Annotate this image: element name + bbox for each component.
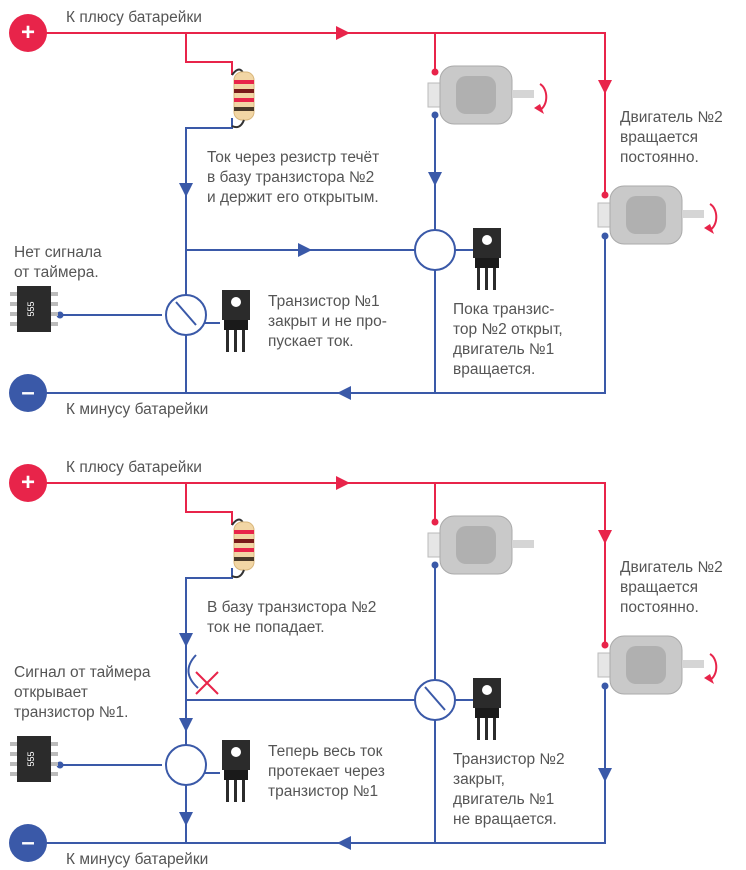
current-arrow bbox=[598, 80, 612, 94]
panel-transistor1-open: 555 + – К плюсу батарейки К минусу батар… bbox=[0, 450, 746, 870]
broken-link-icon bbox=[187, 654, 219, 695]
plus-label: К плюсу батарейки bbox=[66, 9, 202, 26]
rotation-arrow-icon bbox=[539, 83, 548, 111]
current-arrow bbox=[336, 26, 350, 40]
motor-1-icon bbox=[427, 515, 534, 575]
transistor-1-symbol bbox=[165, 294, 207, 336]
circuit-wires: 555 bbox=[10, 476, 718, 850]
note-motor-2: Двигатель №2 вращается постоянно. bbox=[620, 109, 723, 166]
plus-terminal: + bbox=[9, 464, 47, 502]
transistor-2-symbol bbox=[414, 229, 456, 271]
circuit-wires: 555 bbox=[10, 26, 718, 400]
note-resistor: Ток через резистр течёт в базу транзисто… bbox=[207, 149, 380, 206]
chip-label: 555 bbox=[26, 301, 36, 316]
current-arrow bbox=[337, 386, 351, 400]
current-arrow bbox=[428, 172, 442, 186]
current-arrow bbox=[179, 718, 193, 732]
chip-555-icon: 555 bbox=[10, 736, 58, 782]
rotation-arrow-icon bbox=[709, 653, 718, 681]
note-motor-2: Двигатель №2 вращается постоянно. bbox=[620, 559, 723, 616]
transistor-2-symbol bbox=[414, 679, 456, 721]
note-transistor-2: Транзистор №2 закрыт, двигатель №1 не вр… bbox=[453, 751, 565, 828]
note-resistor: В базу транзистора №2 ток не попадает. bbox=[207, 599, 377, 636]
transistor-2-icon bbox=[473, 678, 501, 740]
note-transistor-1: Теперь весь ток протекает через транзист… bbox=[268, 743, 385, 800]
transistor-2-icon bbox=[473, 228, 501, 290]
transistor-1-icon bbox=[222, 740, 250, 802]
resistor-icon bbox=[231, 68, 255, 129]
plus-terminal: + bbox=[9, 14, 47, 52]
note-timer: Сигнал от таймера открывает транзистор №… bbox=[14, 664, 151, 721]
note-timer: Нет сигнала от таймера. bbox=[14, 244, 102, 281]
motor-2-icon bbox=[597, 635, 718, 695]
plus-label: К плюсу батарейки bbox=[66, 459, 202, 476]
note-transistor-1: Транзистор №1 закрыт и не про- пускает т… bbox=[268, 293, 387, 350]
current-arrow bbox=[298, 243, 312, 257]
motor-2-icon bbox=[597, 185, 718, 245]
current-arrow bbox=[179, 812, 193, 826]
minus-terminal: – bbox=[9, 824, 47, 862]
panel-transistor2-open: 555 + – К плюсу батарейки К минусу батар… bbox=[0, 0, 746, 430]
minus-label: К минусу батарейки bbox=[66, 401, 209, 418]
motor-1-icon bbox=[427, 65, 548, 125]
chip-555-icon: 555 bbox=[10, 286, 58, 332]
transistor-1-icon bbox=[222, 290, 250, 352]
current-arrow bbox=[598, 768, 612, 782]
rotation-arrow-icon bbox=[709, 203, 718, 231]
current-arrow bbox=[336, 476, 350, 490]
current-arrow bbox=[337, 836, 351, 850]
transistor-1-symbol bbox=[165, 744, 207, 786]
resistor-icon bbox=[231, 518, 255, 579]
minus-label: К минусу батарейки bbox=[66, 851, 209, 868]
note-transistor-2: Пока транзис- тор №2 открыт, двигатель №… bbox=[453, 301, 563, 378]
minus-terminal: – bbox=[9, 374, 47, 412]
current-arrow bbox=[179, 183, 193, 197]
current-arrow bbox=[179, 633, 193, 647]
current-arrow bbox=[598, 530, 612, 544]
chip-label: 555 bbox=[26, 751, 36, 766]
